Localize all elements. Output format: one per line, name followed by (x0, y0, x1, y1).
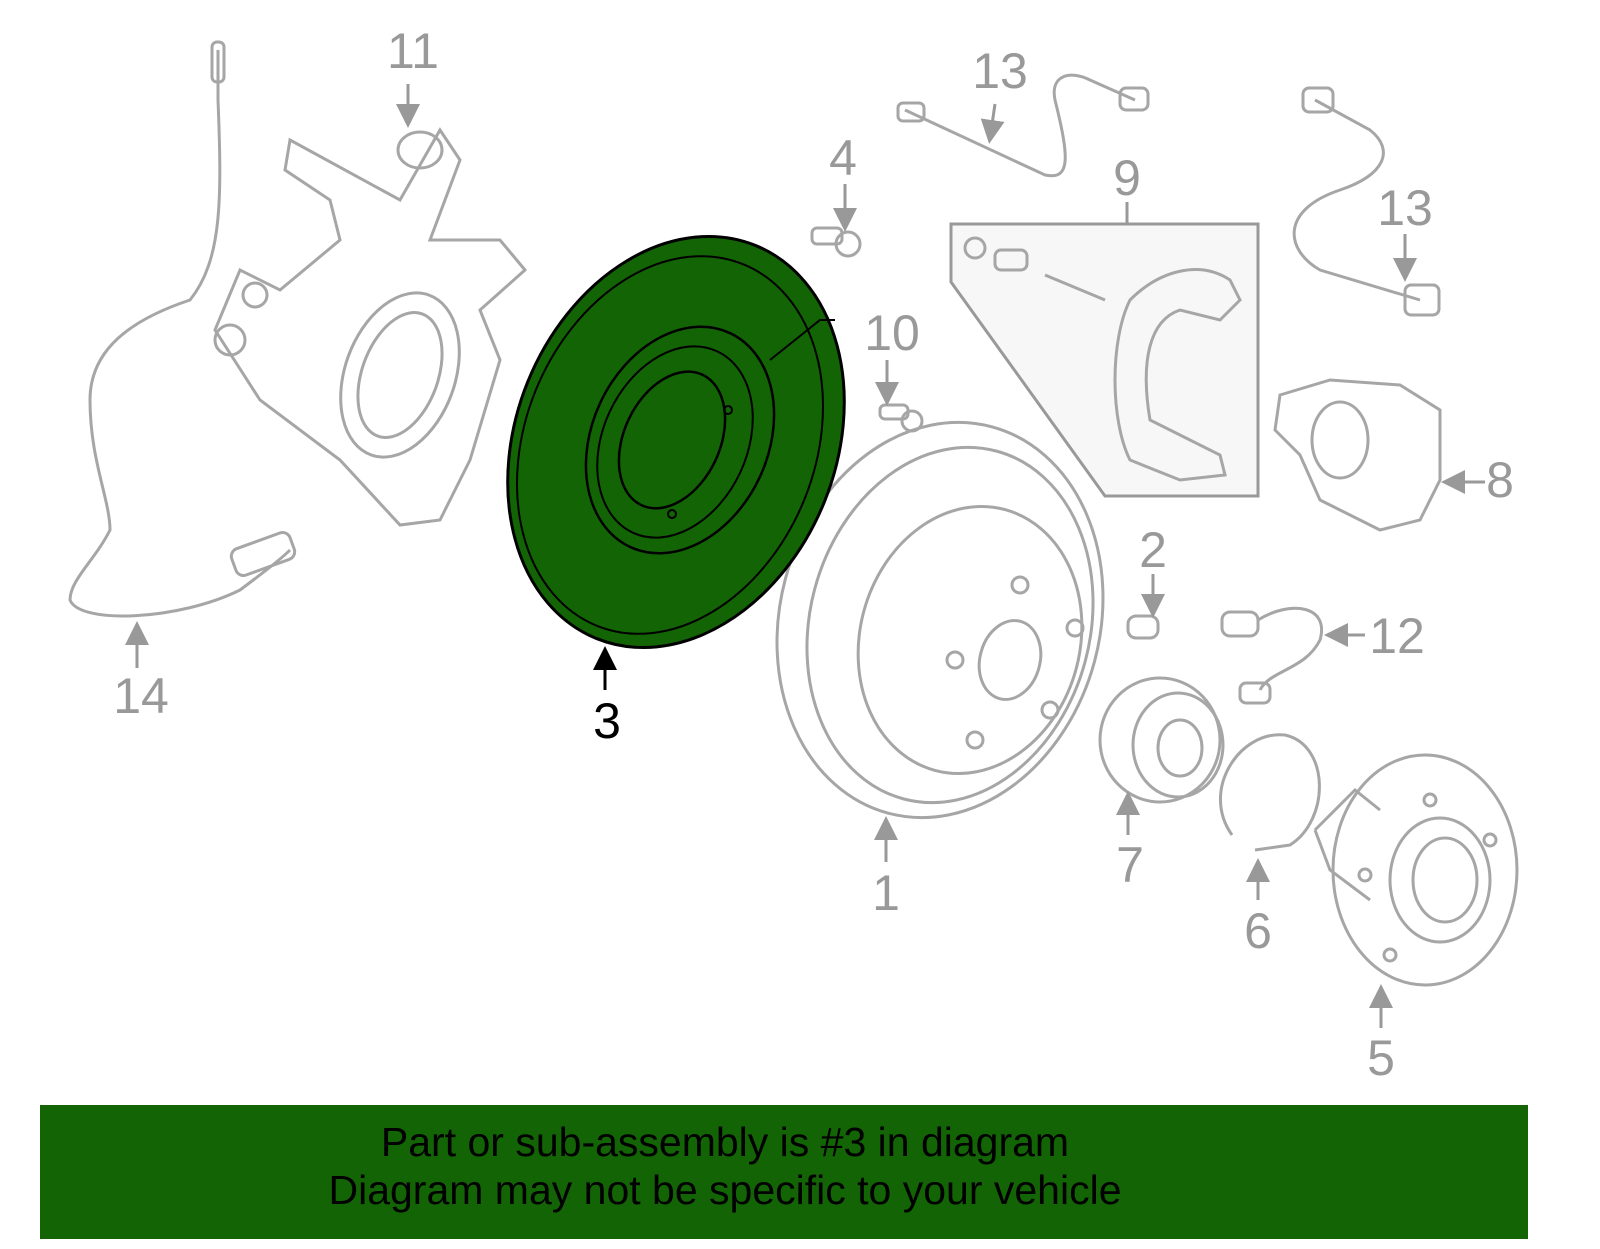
label-12: 12 (1369, 608, 1425, 664)
part-3-dust-shield[interactable] (448, 185, 904, 698)
part-12-wear-sensor[interactable] (1220, 606, 1324, 705)
label-5: 5 (1367, 1030, 1395, 1086)
label-8: 8 (1486, 452, 1514, 508)
part-5-wheel-hub[interactable] (1313, 753, 1519, 987)
label-3: 3 (593, 693, 621, 749)
part-10-bolt[interactable] (878, 403, 924, 433)
callouts: 11 13 4 9 13 10 8 2 12 14 3 7 1 6 5 (113, 23, 1514, 1086)
label-6: 6 (1244, 903, 1272, 959)
part-9-caliper-bracket[interactable] (949, 222, 1260, 498)
info-banner: Part or sub-assembly is #3 in diagram Di… (40, 1105, 1528, 1239)
label-11: 11 (387, 23, 439, 79)
label-13-left: 13 (972, 43, 1028, 99)
label-2: 2 (1139, 522, 1167, 578)
part-7-wheel-bearing[interactable] (1098, 676, 1225, 804)
part-6-snap-ring[interactable] (1219, 733, 1321, 852)
label-1: 1 (872, 865, 900, 921)
label-4: 4 (829, 130, 857, 186)
label-9: 9 (1113, 150, 1141, 206)
part-11-steering-knuckle[interactable] (213, 127, 528, 527)
part-4-bolt[interactable] (810, 226, 862, 258)
banner-line-1: Part or sub-assembly is #3 in diagram (380, 1119, 1070, 1165)
label-7: 7 (1116, 837, 1144, 893)
part-13-brake-line-left[interactable] (896, 73, 1150, 178)
part-1-brake-rotor[interactable] (734, 385, 1147, 854)
part-14-abs-sensor[interactable] (68, 40, 297, 618)
part-2-nut[interactable] (1126, 614, 1160, 640)
label-10: 10 (864, 305, 920, 361)
label-13-right: 13 (1377, 180, 1433, 236)
label-14: 14 (113, 668, 169, 724)
part-13-brake-line-right[interactable] (1292, 86, 1441, 317)
banner-line-2: Diagram may not be specific to your vehi… (328, 1167, 1122, 1213)
part-8-caliper[interactable] (1273, 378, 1442, 532)
